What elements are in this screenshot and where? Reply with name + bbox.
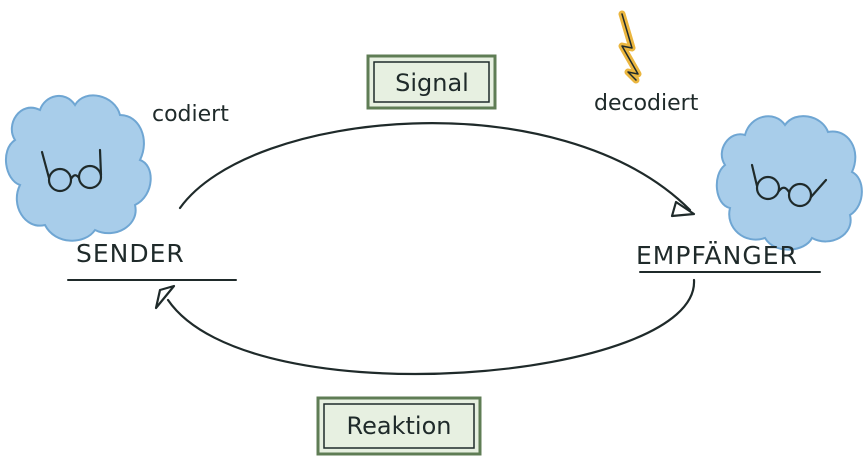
reaction-label: Reaktion [347, 412, 452, 440]
receiver-glasses-icon [750, 163, 828, 208]
reaction-arrowhead [154, 284, 176, 310]
reaction-box: Reaktion [316, 396, 482, 456]
encode-label: codiert [152, 102, 229, 127]
decode-label: decodiert [594, 91, 699, 116]
noise-lightning-icon [618, 10, 642, 84]
receiver-label: EMPFÄNGER [636, 241, 798, 270]
signal-label: Signal [395, 69, 469, 97]
sender-label: SENDER [76, 239, 185, 268]
sender-cloud [4, 94, 152, 242]
reaction-arc [166, 278, 696, 376]
receiver-avatar [715, 115, 863, 251]
signal-arc [178, 122, 692, 212]
receiver-cloud [715, 115, 863, 251]
signal-box: Signal [366, 54, 497, 110]
sender-glasses-icon [40, 148, 103, 193]
signal-arrowhead [670, 200, 696, 218]
sender-avatar [4, 94, 152, 242]
